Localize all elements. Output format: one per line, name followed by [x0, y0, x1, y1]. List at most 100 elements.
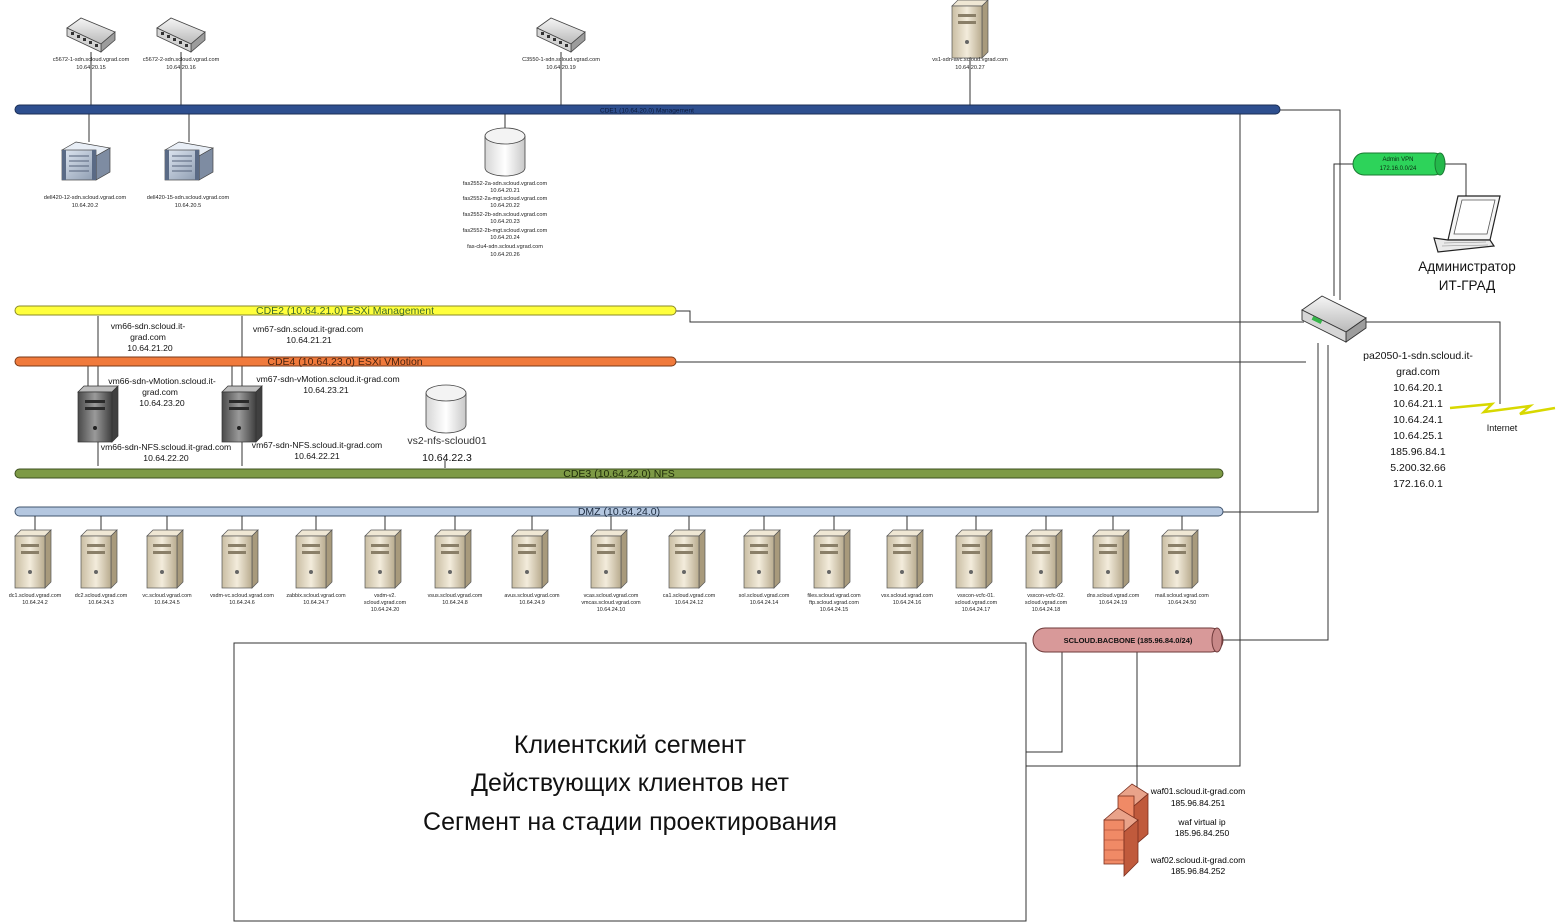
device-ip: 10.64.20.15 [76, 65, 106, 71]
internet-label: Internet [1487, 423, 1518, 433]
server-icon [886, 529, 924, 589]
server-icon [955, 529, 993, 589]
dmz-server-name: vcas.scloud.vgrad.com [584, 593, 639, 599]
dmz-server-name: dns.scloud.vgrad.com [1087, 593, 1140, 599]
waf-label: 185.96.84.252 [1171, 866, 1226, 876]
firewall-label: 10.64.20.1 [1393, 382, 1443, 394]
admin-caption: Администратор [1418, 259, 1515, 274]
dmz-server-name: scloud.vgrad.com [955, 600, 998, 606]
esxi-host-icon [221, 385, 263, 443]
switch-icon [536, 17, 586, 53]
internet-lightning-icon [1449, 402, 1556, 416]
bus-cde2-label: CDE2 (10.64.21.0) ESXi Management [256, 305, 434, 317]
server-icon [1025, 529, 1063, 589]
bus-dmz-label: DMZ (10.64.24.0) [578, 506, 660, 518]
server-icon [146, 529, 184, 589]
bus-cde2: CDE2 (10.64.21.0) ESXi Management [14, 305, 677, 317]
storage-label: 10.64.20.24 [490, 235, 520, 241]
bus-cde4: CDE4 (10.64.23.0) ESXi VMotion [14, 356, 677, 368]
host-label: 10.64.21.20 [127, 343, 173, 353]
host-label: 10.64.22.21 [294, 451, 340, 461]
storage-label: fas-clu4-sdn.scloud.vgrad.com [467, 244, 543, 250]
device-name: c5672-1-sdn.scloud.vgrad.com [53, 57, 130, 63]
dmz-server-ip: 10.64.24.12 [675, 600, 703, 606]
device-name: c5672-2-sdn.scloud.vgrad.com [143, 57, 220, 63]
storage-label: fas2552-2b-mgt.scloud.vgrad.com [463, 228, 548, 234]
server-icon [14, 529, 52, 589]
dmz-server-name: dc2.scloud.vgrad.com [75, 593, 128, 599]
dmz-server-ip: 10.64.24.5 [154, 600, 179, 606]
rack-server-icon [164, 141, 214, 181]
firewall-label: grad.com [1396, 366, 1440, 378]
dmz-server-ip: 10.64.24.3 [88, 600, 113, 606]
bus-backbone: SCLOUD.BACBONE (185.96.84.0/24) [1032, 627, 1224, 653]
dmz-server-name: vsdm-v2. [374, 593, 396, 599]
firewall-label: 10.64.21.1 [1393, 398, 1443, 410]
bus-cde3-label: CDE3 (10.64.22.0) NFS [563, 468, 674, 480]
bus-dmz: DMZ (10.64.24.0) [14, 506, 1224, 518]
server-icon [80, 529, 118, 589]
device-ip: 10.64.20.16 [166, 65, 196, 71]
dmz-server-ip: 10.64.24.2 [22, 600, 47, 606]
dmz-server-name: vsx.scloud.vgrad.com [881, 593, 933, 599]
rack-server-icon [61, 141, 111, 181]
storage-label: fas2552-2a-mgt.scloud.vgrad.com [463, 196, 548, 202]
storage-label: fas2552-2b-sdn.scloud.vgrad.com [463, 212, 548, 218]
server-icon [1161, 529, 1199, 589]
switch-icon [66, 17, 116, 53]
dmz-server-ip: 10.64.24.10 [597, 607, 625, 613]
dmz-server-ip: 10.64.24.6 [229, 600, 254, 606]
device-ip: 10.64.20.19 [546, 65, 576, 71]
dmz-server-name: files.scloud.vgrad.com [807, 593, 861, 599]
client-segment-note: Сегмент на стадии проектирования [423, 808, 837, 836]
server-icon [590, 529, 628, 589]
dmz-server-ip: 10.64.24.14 [750, 600, 778, 606]
firewall-labels: pa2050-1-sdn.scloud.it- grad.com 10.64.2… [1363, 350, 1473, 490]
bus-cde1-label: CDE1 (10.64.20.0) Management [600, 108, 694, 115]
firewall-brick-icon [1103, 807, 1139, 877]
nfs-storage-ip: 10.64.22.3 [422, 452, 472, 464]
firewall-label: 10.64.25.1 [1393, 430, 1443, 442]
server-icon [364, 529, 402, 589]
firewall-label: 185.96.84.1 [1390, 446, 1446, 458]
dmz-server-ip: 10.64.24.17 [962, 607, 990, 613]
waf-label: 185.96.84.250 [1175, 828, 1230, 838]
dmz-server-name: vsdm-vc.scloud.vgrad.com [210, 593, 274, 599]
connection-lines [87, 52, 1501, 790]
dmz-server-name: vsxcon-vcfc-02. [1027, 593, 1064, 599]
device-name: dell420-12-sdn.scloud.vgrad.com [44, 195, 127, 201]
dmz-server-name: vsxcon-vcfc-01. [957, 593, 994, 599]
dmz-server-ip: 10.64.24.8 [442, 600, 467, 606]
dmz-server-name: zabbix.scloud.vgrad.com [286, 593, 346, 599]
dmz-server-ip: 10.64.24.15 [820, 607, 848, 613]
server-icon [743, 529, 781, 589]
dmz-server-ip: 10.64.24.50 [1168, 600, 1196, 606]
firewall-label: 10.64.24.1 [1393, 414, 1443, 426]
storage-labels: fas2552-2a-sdn.scloud.vgrad.com 10.64.20… [463, 181, 548, 258]
client-segment-title: Клиентский сегмент [514, 731, 747, 759]
device-name: vs1-sdn-avc.scloud.vgrad.com [932, 57, 1008, 63]
device-ip: 10.64.20.5 [175, 203, 201, 209]
host-label: vm67-sdn-vMotion.scloud.it-grad.com [256, 374, 399, 384]
dmz-server-ip: 10.64.24.16 [893, 600, 921, 606]
dmz-servers: dc1.scloud.vgrad.com10.64.24.2dc2.scloud… [9, 516, 1209, 613]
dmz-server-ip: 10.64.24.20 [371, 607, 399, 613]
dmz-server-name: vsus.scloud.vgrad.com [428, 593, 483, 599]
nfs-storage-icon [425, 384, 467, 434]
server-icon [951, 0, 989, 59]
switch-icon [156, 17, 206, 53]
device-name: dell420-15-sdn.scloud.vgrad.com [147, 195, 230, 201]
router-icon [1301, 295, 1367, 343]
waf-label: waf02.scloud.it-grad.com [1150, 855, 1246, 865]
waf-label: waf01.scloud.it-grad.com [1150, 786, 1246, 796]
client-segment-status: Действующих клиентов нет [471, 769, 789, 797]
dmz-server-name: sol.scloud.vgrad.com [739, 593, 790, 599]
host-label: 10.64.22.20 [143, 453, 189, 463]
dmz-server-ip: 10.64.24.19 [1099, 600, 1127, 606]
bus-backbone-label: SCLOUD.BACBONE (185.96.84.0/24) [1064, 636, 1193, 645]
firewall-label: 172.16.0.1 [1393, 478, 1443, 490]
storage-label: 10.64.20.22 [490, 203, 520, 209]
dmz-server-name: scloud.vgrad.com [1025, 600, 1068, 606]
host-label: vm66-sdn-vMotion.scloud.it- [108, 376, 216, 386]
dmz-server-name: ca1.scloud.vgrad.com [663, 593, 716, 599]
